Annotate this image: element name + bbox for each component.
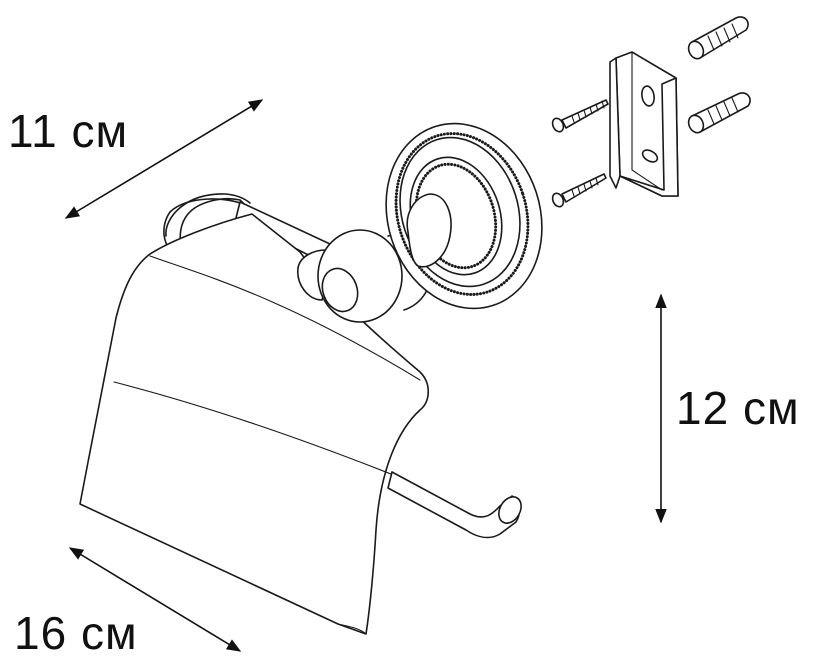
holder-cover xyxy=(79,213,430,635)
screw-bottom xyxy=(551,173,607,208)
height-label: 12 см xyxy=(676,382,800,434)
width-arrow xyxy=(68,547,242,652)
height-dimension: 12 см xyxy=(655,293,800,524)
depth-dimension: 11 см xyxy=(8,99,264,219)
screw-top xyxy=(551,99,609,133)
roll-rod xyxy=(387,471,522,539)
depth-label: 11 см xyxy=(8,105,128,157)
mounting-hardware xyxy=(551,16,751,208)
wall-rosette xyxy=(385,122,543,310)
width-dimension: 16 см xyxy=(14,547,242,659)
wall-plug-top xyxy=(687,16,749,60)
bracket-hole-top xyxy=(641,85,655,107)
paper-holder xyxy=(79,122,543,635)
depth-arrow xyxy=(64,99,264,219)
width-label: 16 см xyxy=(14,607,138,659)
wall-plug-middle xyxy=(687,92,751,134)
bracket-hole-bottom xyxy=(641,149,659,163)
mounting-bracket xyxy=(609,51,679,197)
